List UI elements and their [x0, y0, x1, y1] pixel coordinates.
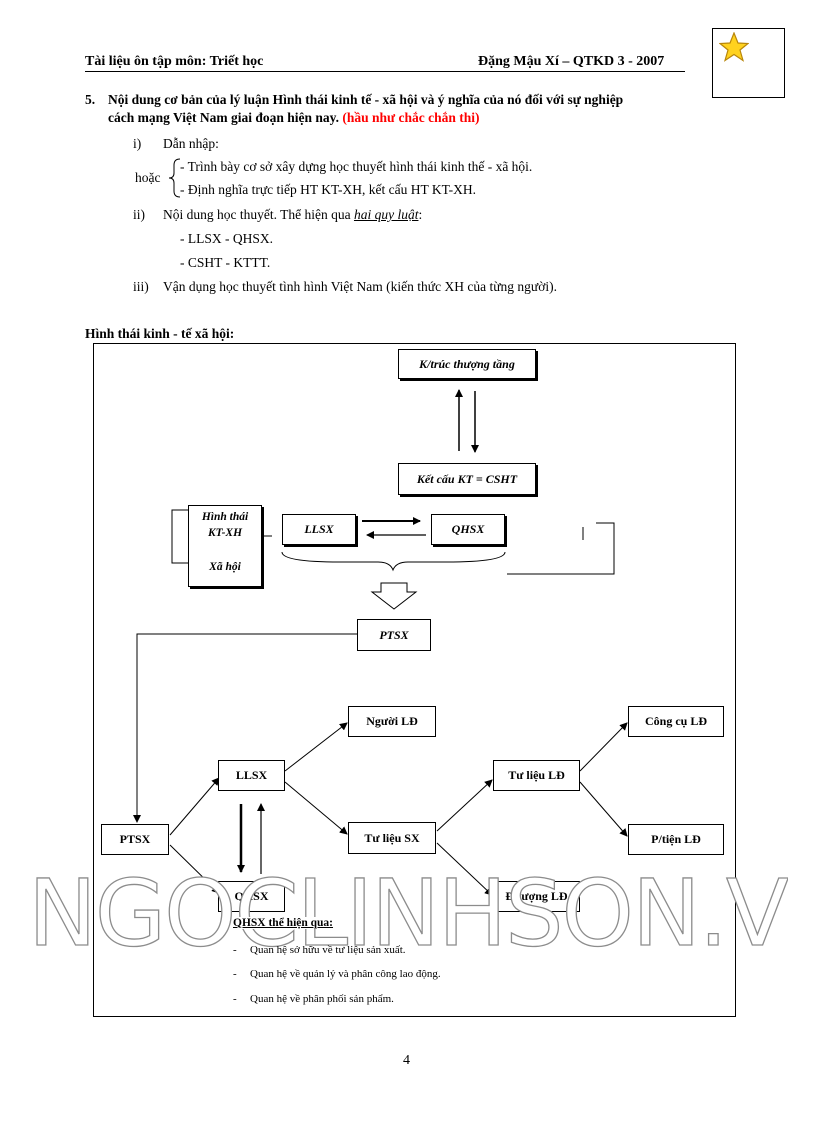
- diagram-title: Hình thái kinh - tế xã hội:: [85, 326, 235, 341]
- exam-note: (hầu như chắc chắn thi): [342, 110, 480, 125]
- section-title-line2: cách mạng Việt Nam giai đoạn hiện nay. (…: [108, 110, 480, 126]
- item-content-text: Nội dung học thuyết. Thể hiện qua: [163, 207, 354, 222]
- item-marker-ii: ii): [133, 207, 145, 222]
- box-ptsx: PTSX: [101, 824, 169, 855]
- item-apply: Vận dụng học thuyết tình hình Việt Nam (…: [163, 279, 557, 294]
- option-1: - Trình bày cơ sở xây dựng học thuyết hì…: [180, 159, 533, 174]
- htkt-line1: Hình thái: [201, 511, 249, 523]
- qhsx-item-2: Quan hệ về quản lý và phân công lao động…: [250, 968, 441, 980]
- star-icon: [719, 32, 749, 62]
- section-title-text: cách mạng Việt Nam giai đoạn hiện nay.: [108, 110, 340, 125]
- header-right: Đặng Mậu Xí – QTKD 3 - 2007: [478, 54, 665, 69]
- qhsx-item-3: Quan hệ về phân phối sản phẩm.: [250, 993, 394, 1005]
- law-1: - LLSX - QHSX.: [180, 231, 273, 246]
- item-marker-i: i): [133, 136, 142, 151]
- item-content-colon: :: [418, 207, 423, 222]
- qhsx-bullet-2: -: [233, 968, 237, 980]
- box-llsx-top: LLSX: [282, 514, 356, 545]
- two-laws-link: hai quy luật: [353, 207, 419, 222]
- box-nguoi-ld: Người LĐ: [348, 706, 436, 737]
- option-2: - Định nghĩa trực tiếp HT KT-XH, kết cấu…: [180, 182, 477, 197]
- qhsx-bullet-1: -: [233, 944, 237, 956]
- qhsx-bullet-3: -: [233, 993, 237, 1005]
- htkt-line2: KT-XH: [207, 527, 243, 539]
- box-cong-cu-ld: Công cụ LĐ: [628, 706, 724, 737]
- htkt-line3: Xã hội: [209, 561, 241, 573]
- qhsx-item-1: Quan hệ sở hữu về tư liệu sản xuất.: [250, 944, 406, 956]
- hoac-label: hoặc: [135, 170, 161, 185]
- box-qhsx-top: QHSX: [431, 514, 505, 545]
- box-kien-truc-thuong-tang: K/trúc thượng tầng: [398, 349, 536, 379]
- diagram-frame: [93, 343, 736, 1017]
- curly-brace-icon: [168, 158, 181, 198]
- box-qhsx: QHSX: [218, 881, 285, 912]
- item-marker-iii: iii): [133, 279, 149, 294]
- qhsx-heading: QHSX thể hiện qua:: [233, 917, 334, 929]
- section-title-line1: Nội dung cơ bản của lý luận Hình thái ki…: [108, 92, 624, 107]
- box-tu-lieu-ld: Tư liệu LĐ: [493, 760, 580, 791]
- law-2: - CSHT - KTTT.: [180, 255, 271, 270]
- box-ptien-ld: P/tiện LĐ: [628, 824, 724, 855]
- header-left: Tài liệu ôn tập môn: Triết học: [85, 54, 264, 69]
- box-hinh-thai-ktxh: [188, 505, 262, 587]
- box-doi-tuong-ld: Đ/tượng LĐ: [493, 881, 580, 912]
- section-number: 5.: [85, 92, 96, 107]
- watermark: NGOCLINHSON.VIOLET.VN: [28, 859, 788, 967]
- box-tu-lieu-sx: Tư liệu SX: [348, 822, 436, 854]
- box-ket-cau-kt: Kết cấu KT = CSHT: [398, 463, 536, 495]
- header-rule: [85, 71, 685, 72]
- page-number: 4: [403, 1053, 410, 1068]
- box-ptsx-top: PTSX: [357, 619, 431, 651]
- box-llsx: LLSX: [218, 760, 285, 791]
- item-intro: Dẫn nhập:: [163, 136, 219, 151]
- star-box: [712, 28, 785, 98]
- item-content: Nội dung học thuyết. Thể hiện qua hai qu…: [163, 207, 422, 223]
